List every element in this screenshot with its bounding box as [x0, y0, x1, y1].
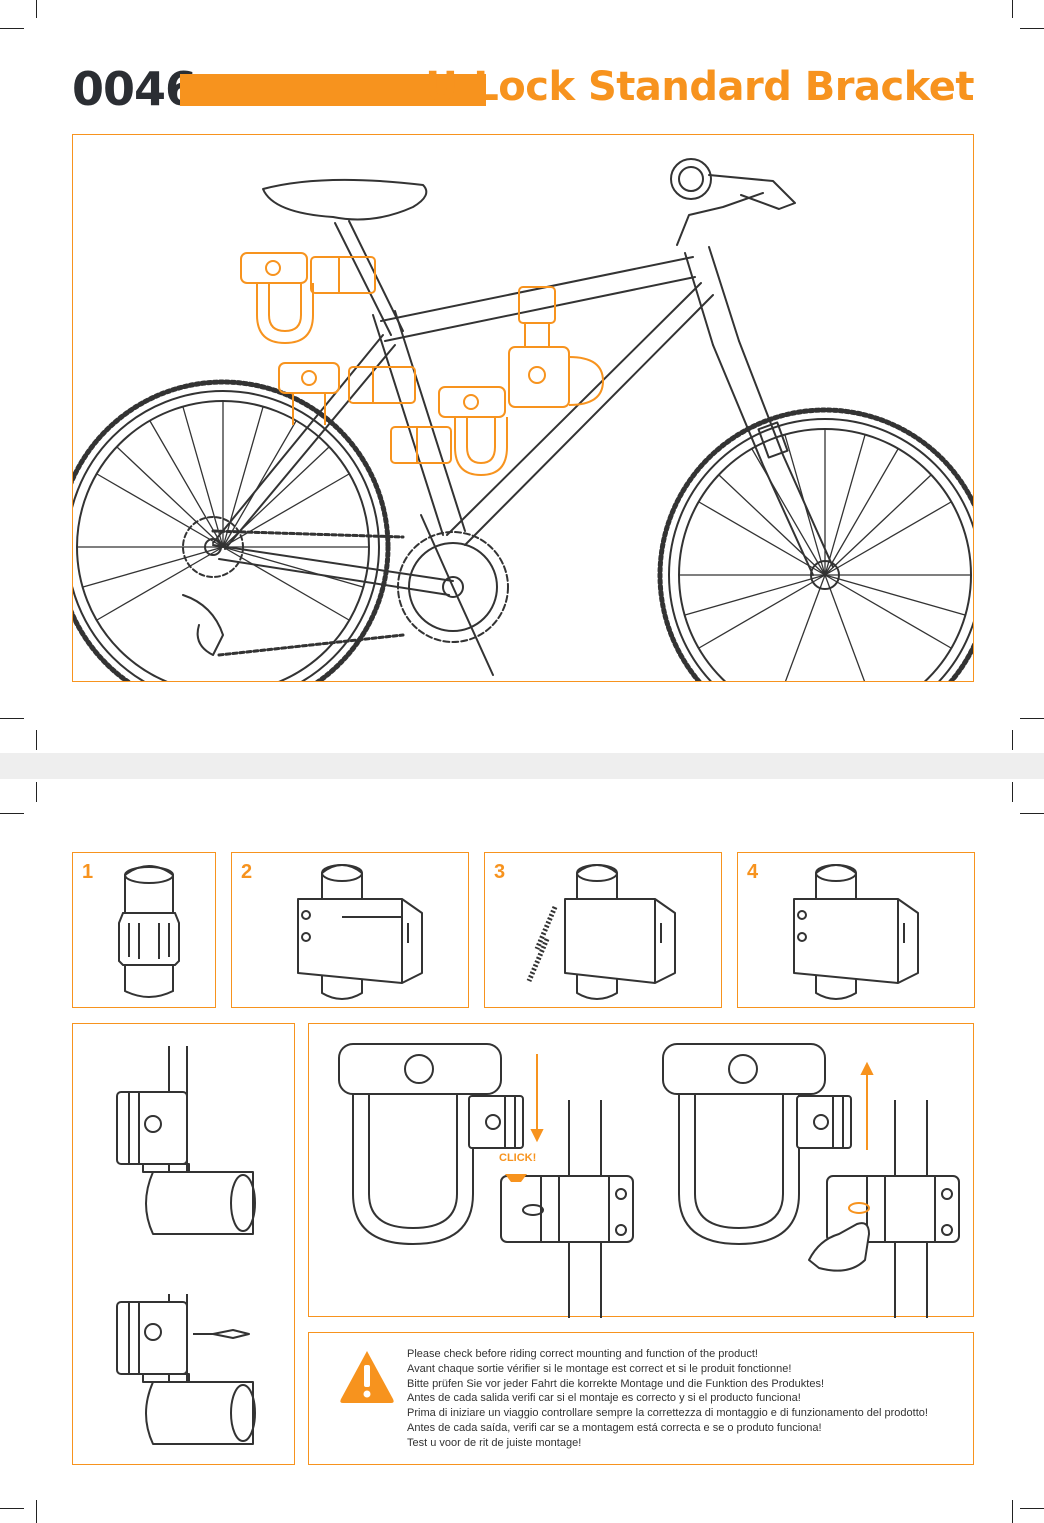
warning-line-es: Antes de cada salida verifi car si el mo… — [407, 1392, 801, 1405]
warning-line-en: Please check before riding correct mount… — [407, 1348, 758, 1360]
lock-side-view-panel — [72, 1023, 295, 1465]
crop-mark — [1020, 1508, 1044, 1509]
crop-mark — [36, 730, 37, 750]
crop-mark — [1012, 1500, 1013, 1523]
crop-mark — [0, 1508, 24, 1509]
warning-line-it: Prima di iniziare un viaggio controllare… — [407, 1407, 928, 1420]
step-number: 1 — [82, 861, 94, 883]
crop-mark — [1012, 0, 1013, 18]
click-label: CLICK! — [499, 1152, 537, 1164]
step-4-illustration — [793, 864, 919, 1000]
crop-mark — [0, 718, 24, 719]
warning-line-nl: Test u voor de rit de juiste montage! — [407, 1436, 582, 1449]
product-title: U-Lock Standard Bracket — [425, 64, 974, 110]
crop-mark — [36, 1500, 37, 1523]
header-accent-bar — [180, 74, 486, 106]
lock-side-view-illustration — [116, 1046, 256, 1445]
crop-mark — [0, 28, 24, 29]
warning-text: Please check before riding correct mount… — [407, 1347, 967, 1451]
step-4-panel: 4 — [737, 852, 975, 1008]
crop-mark — [1012, 782, 1013, 802]
step-3-panel: 3 — [484, 852, 722, 1008]
step-1-panel: 1 — [72, 852, 216, 1008]
bike-illustration-panel — [72, 134, 974, 682]
step-2-illustration — [297, 864, 423, 1000]
crop-mark — [36, 782, 37, 802]
warning-line-de: Bitte prüfen Sie vor jeder Fahrt die kor… — [407, 1377, 825, 1390]
warning-line-fr: Avant chaque sortie vérifier si le monta… — [407, 1362, 792, 1375]
step-3-illustration — [526, 864, 676, 1000]
crop-mark — [0, 813, 24, 814]
crop-mark — [1020, 813, 1044, 814]
mount-demo-illustration — [338, 1043, 960, 1318]
crop-mark — [1020, 28, 1044, 29]
step-number: 3 — [494, 861, 506, 883]
step-2-panel: 2 — [231, 852, 469, 1008]
step-1-illustration — [118, 865, 180, 998]
page-separator — [0, 753, 1044, 779]
crop-mark — [1012, 730, 1013, 750]
step-number: 4 — [747, 861, 759, 883]
step-number: 2 — [241, 861, 253, 883]
bike-illustration — [73, 158, 973, 681]
warning-triangle-icon — [340, 1351, 394, 1403]
warning-panel: Please check before riding correct mount… — [308, 1332, 974, 1465]
product-code: 0046 — [72, 62, 197, 116]
crop-mark — [1020, 718, 1044, 719]
warning-line-pt: Antes de cada saída, verifi car se a mon… — [407, 1421, 822, 1434]
mount-demo-panel: CLICK! — [308, 1023, 974, 1318]
crop-mark — [36, 0, 37, 18]
